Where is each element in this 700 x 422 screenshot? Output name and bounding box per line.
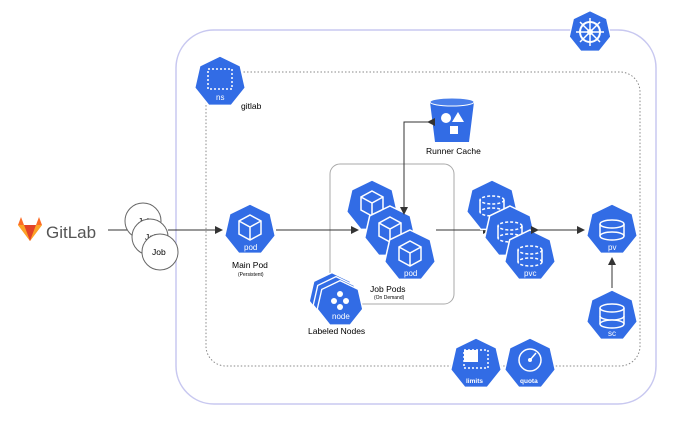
labeled-nodes: node [308,271,364,326]
svg-text:pv: pv [608,243,616,252]
svg-text:sc: sc [608,329,616,338]
job-pods-subtitle: (On Demand) [374,295,405,301]
sc-icon: sc [585,289,639,341]
kubernetes-helm-icon [568,10,612,52]
quota-icon: quota [503,337,557,389]
svg-text:node: node [332,312,350,321]
pvc-stack: pvc [465,179,557,281]
svg-text:pod: pod [404,269,417,278]
gitlab-wordmark: GitLab [46,223,96,242]
namespace-icon: ns [193,55,247,107]
namespace-label: gitlab [241,101,262,111]
svg-text:pvc: pvc [524,269,536,278]
job-circle-3 [141,233,179,271]
pv-icon: pv [585,203,639,255]
job-pods-stack: pod [345,179,437,281]
gitlab-logo-icon [18,217,42,241]
namespace-boundary [205,71,641,367]
limits-icon: limits [449,337,503,389]
main-pod-subtitle: (Persistent) [238,272,264,278]
svg-text:Job: Job [152,247,166,257]
bucket-icon [429,97,475,142]
job-pod-icon-3: pod [383,229,437,281]
svg-text:pod: pod [244,243,257,252]
main-pod-icon: pod [223,203,277,255]
svg-text:limits: limits [466,378,483,385]
cluster-boundary [175,29,657,405]
job-pods-group [329,163,455,305]
main-pod-title: Main Pod [232,260,268,270]
svg-text:ns: ns [216,93,224,102]
labeled-nodes-title: Labeled Nodes [308,326,365,336]
pvc-icon-3: pvc [503,229,557,281]
gitlab-logo: GitLab [18,217,96,242]
runner-cache-title: Runner Cache [426,146,481,156]
node-icon: node [316,279,364,326]
svg-text:quota: quota [520,378,538,385]
job-pods-title: Job Pods [370,284,405,294]
arrow-cache-jobpods [400,118,435,215]
job-circles: Job Job Job [124,202,179,271]
